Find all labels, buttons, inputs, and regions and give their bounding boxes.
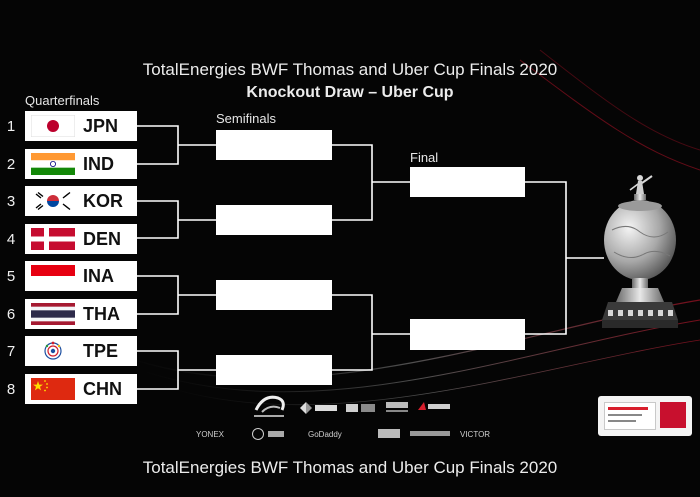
- sponsor-row: YONEX GoDaddy VICTOR: [196, 428, 496, 442]
- event-badge-logo: [598, 396, 692, 436]
- event-title: TotalEnergies BWF Thomas and Uber Cup Fi…: [142, 60, 558, 79]
- chinese-taipei-flag-icon: [31, 340, 75, 362]
- china-flag-icon: [31, 378, 75, 400]
- team-slot-jpn: JPN: [25, 111, 137, 141]
- india-flag-icon: [31, 153, 75, 175]
- seed-number: 1: [6, 118, 16, 135]
- seed-number: 6: [6, 306, 16, 323]
- final-slot-1: [410, 167, 525, 197]
- footer-title: TotalEnergies BWF Thomas and Uber Cup Fi…: [142, 458, 558, 477]
- event-logo-line: [608, 420, 636, 422]
- event-logo-stripe: [608, 407, 648, 410]
- semifinal-slot-3: [216, 280, 332, 310]
- japan-flag-icon: [31, 115, 75, 137]
- team-code: IND: [83, 153, 114, 174]
- denmark-flag-icon: [31, 228, 75, 250]
- sponsor-logo-icon: [252, 428, 264, 440]
- sponsor-logo-icon: [346, 404, 375, 412]
- quarterfinals-label: Quarterfinals: [25, 93, 100, 108]
- thailand-flag-icon: [31, 303, 75, 325]
- semifinal-slot-4: [216, 355, 332, 385]
- team-slot-ind: IND: [25, 149, 137, 179]
- final-slot-2: [410, 319, 525, 350]
- team-slot-chn: CHN: [25, 374, 137, 404]
- semifinal-slot-2: [216, 205, 332, 235]
- badminton-federation-logo-icon: [660, 402, 686, 428]
- team-code: CHN: [83, 378, 122, 399]
- sponsor-logo-icon: [410, 431, 450, 436]
- victor-logo-text: VICTOR: [460, 430, 491, 439]
- seed-number: 7: [6, 343, 16, 360]
- event-logo-panel: [604, 402, 656, 430]
- totalenergies-logo-icon: [254, 395, 285, 417]
- team-code: TPE: [83, 340, 119, 361]
- seed-number: 4: [6, 231, 16, 248]
- seed-number: 8: [6, 381, 16, 398]
- team-slot-tha: THA: [25, 299, 137, 329]
- seed-number: 3: [6, 193, 16, 210]
- event-logo-line: [608, 414, 642, 416]
- yonex-logo-text: YONEX: [196, 430, 225, 439]
- badminton-denmark-logo-icon: [418, 402, 450, 410]
- semifinals-label: Semifinals: [216, 111, 276, 126]
- team-slot-den: DEN: [25, 224, 137, 254]
- indonesia-flag-icon: [31, 265, 75, 287]
- seed-number: 2: [6, 156, 16, 173]
- team-slot-tpe: TPE: [25, 336, 137, 366]
- semifinal-slot-1: [216, 130, 332, 160]
- final-label: Final: [410, 150, 439, 165]
- sponsor-logo-icon: [378, 429, 400, 438]
- team-code: THA: [83, 303, 120, 324]
- team-slot-ina: INA: [25, 261, 137, 291]
- sponsor-logo-icon: [386, 402, 408, 412]
- korea-flag-icon: [31, 190, 75, 212]
- hsbc-logo-icon: [300, 402, 337, 414]
- team-code: JPN: [83, 115, 119, 136]
- godaddy-logo-text: GoDaddy: [308, 430, 342, 439]
- sponsor-logo-icon: [268, 431, 284, 437]
- team-slot-kor: KOR: [25, 186, 137, 216]
- uber-cup-trophy-icon: [602, 175, 678, 328]
- draw-subtitle: Knockout Draw – Uber Cup: [246, 84, 454, 101]
- team-code: DEN: [83, 228, 122, 249]
- seed-number: 5: [6, 268, 16, 285]
- team-code: INA: [83, 265, 114, 286]
- team-code: KOR: [83, 190, 123, 211]
